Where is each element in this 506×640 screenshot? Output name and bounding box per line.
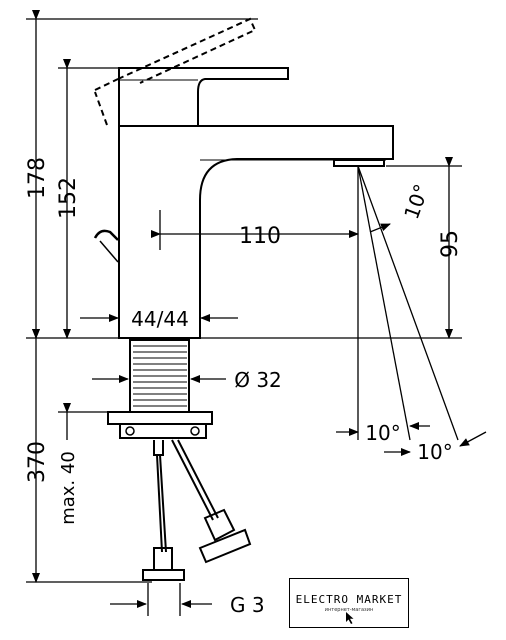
dim-152: 152 [56, 177, 81, 219]
dim-base-width: 44/44 [131, 307, 189, 331]
dim-thread-diameter: Ø 32 [234, 368, 282, 392]
dim-95: 95 [438, 230, 463, 258]
dim-110: 110 [239, 224, 281, 249]
faucet-body [93, 17, 394, 339]
dim-max-40: max. 40 [58, 451, 79, 525]
mounting-shank [107, 339, 252, 581]
dim-178: 178 [25, 157, 50, 199]
dim-angle-top: 10° [399, 181, 434, 223]
dim-angle-mid: 10° [365, 421, 400, 445]
watermark-title: ELECTRO MARKET [295, 593, 403, 606]
dim-angle-bottom: 10° [417, 440, 452, 464]
dim-370: 370 [25, 441, 50, 483]
dim-thread-label: G 3 [230, 593, 265, 617]
cursor-icon [346, 612, 354, 624]
dimension-lines [26, 10, 487, 616]
watermark-subtitle: интернет-магазин [324, 607, 374, 613]
watermark-logo: ELECTRO MARKET интернет-магазин [289, 578, 409, 628]
